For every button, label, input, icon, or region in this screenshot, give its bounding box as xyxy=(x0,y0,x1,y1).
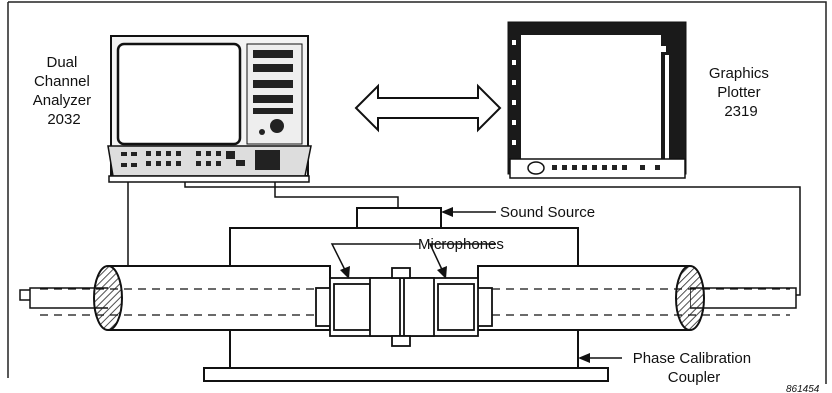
microphones-label: Microphones xyxy=(418,236,504,253)
coupler-label: Phase Calibration Coupler xyxy=(633,350,756,386)
right-pipe xyxy=(477,265,797,331)
plotter-label: Graphics Plotter 2319 xyxy=(709,65,773,120)
left-pipe xyxy=(29,265,331,331)
graphics-plotter xyxy=(507,21,687,179)
sound-source-label: Sound Source xyxy=(500,204,595,221)
microphone-assembly xyxy=(315,267,493,347)
figure-frame xyxy=(7,1,827,384)
figure-id: 861454 xyxy=(786,384,820,393)
sound-source xyxy=(356,207,442,229)
interface-double-arrow xyxy=(354,83,502,133)
dual-channel-analyzer xyxy=(107,35,312,183)
analyzer-label: Dual Channel Analyzer 2032 xyxy=(33,54,96,128)
